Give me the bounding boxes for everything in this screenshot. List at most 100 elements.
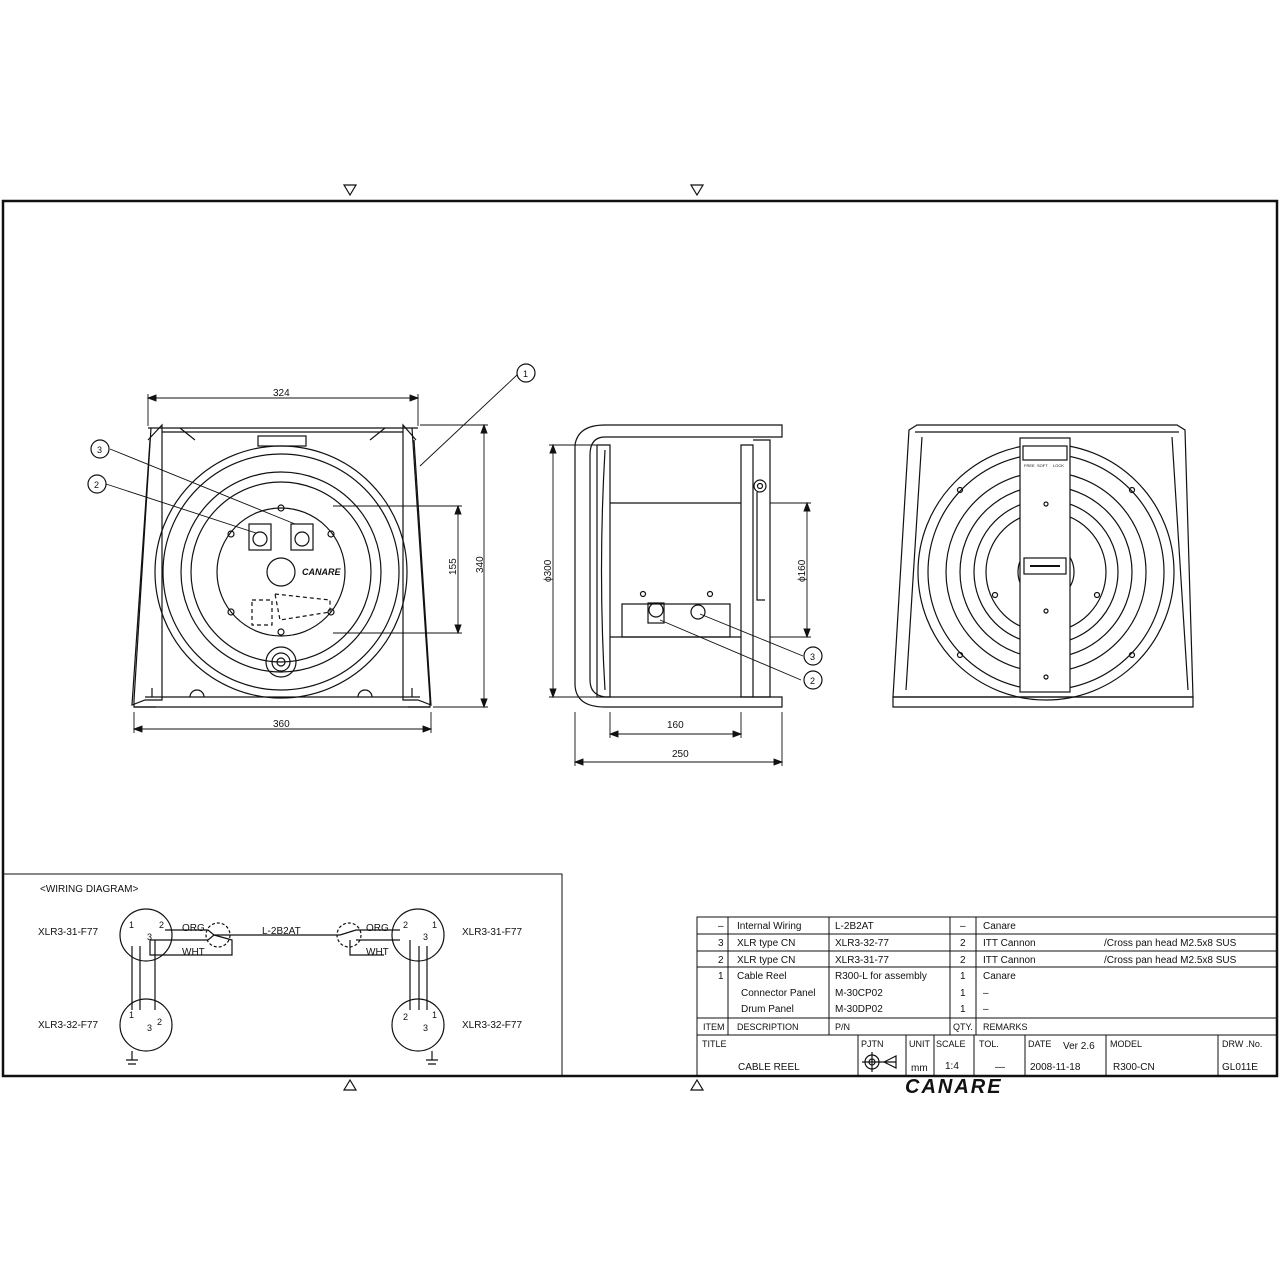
row-pn: M-30CP02 [835,988,883,999]
header-description: DESCRIPTION [737,1022,799,1032]
row-qty: 2 [960,955,966,966]
parts-table-grid [696,916,1278,1077]
center-mark-top-mid [689,184,705,197]
callout-circle-1 [516,363,536,383]
row-pn: R300-L for assembly [835,971,927,982]
dim-side-depth-total: 250 [672,749,689,760]
callout-label-1: 1 [523,369,528,379]
unit-value: mm [911,1063,928,1074]
front-view [131,423,432,708]
wiring-right-bottom-connector: XLR3-32-F77 [462,1020,522,1031]
callout-circle-3-front [90,439,110,459]
header-pn: P/N [835,1022,850,1032]
row-description: Internal Wiring [737,921,801,932]
dim-front-width-top: 324 [273,388,290,399]
tol-label: TOL. [979,1039,999,1049]
wiring-left-top-connector: XLR3-31-F77 [38,927,98,938]
callout-circle-2-side [803,670,823,690]
wiring-title: <WIRING DIAGRAM> [40,884,139,895]
header-remarks: REMARKS [983,1022,1028,1032]
row-pn: M-30DP02 [835,1004,883,1015]
switch-label-lock: LOCK [1053,463,1064,468]
dim-front-panel-height: 155 [448,558,459,575]
row-item: 2 [718,955,724,966]
row-description: Connector Panel [741,988,816,999]
row-qty: 2 [960,938,966,949]
center-mark-bottom-left [342,1078,358,1091]
center-mark-top-left [342,184,358,197]
pin-rb-2: 2 [403,1012,408,1022]
row-description: Cable Reel [737,971,786,982]
callout-label-3-front: 3 [97,445,102,455]
footer-logo: CANARE [905,1076,1003,1098]
side-view [574,424,783,708]
tol-value: — [995,1062,1005,1073]
row-remarks: – [983,1004,989,1015]
unit-label: UNIT [909,1039,930,1049]
pin-lb-1: 1 [129,1010,134,1020]
wiring-wht-right: WHT [366,947,389,958]
callout-label-2-side: 2 [810,676,815,686]
dim-front-width-bottom: 360 [273,719,290,730]
wiring-wht-left: WHT [182,947,205,958]
dim-side-diameter: ϕ300 [543,559,554,582]
date-label: DATE [1028,1039,1051,1049]
row-pn: XLR3-32-77 [835,938,889,949]
row-qty: – [960,921,966,932]
pin-lb-3: 3 [147,1023,152,1033]
rear-switch-labels: FREE SOFT LOCK [1024,463,1064,468]
pin-rt-1: 1 [432,920,437,930]
scale-value: 1:4 [945,1061,959,1072]
title-value: CABLE REEL [738,1062,800,1073]
drw-no-value: GL011E [1222,1062,1258,1073]
wiring-org-right: ORG [366,923,389,934]
header-qty: QTY. [953,1022,973,1032]
pin-rb-1: 1 [432,1010,437,1020]
pjtn-label: PJTN [861,1039,884,1049]
switch-label-soft: SOFT [1037,463,1048,468]
rear-view [892,424,1194,708]
wiring-cable-label: L-2B2AT [262,926,301,937]
pin-rt-2: 2 [403,920,408,930]
row-item: 3 [718,938,724,949]
row-remarks: Canare [983,921,1016,932]
row-pn: XLR3-31-77 [835,955,889,966]
sheet-border [1,199,1279,1078]
row-note: /Cross pan head M2.5x8 SUS [1104,955,1237,966]
model-value: R300-CN [1113,1062,1155,1073]
row-pn: L-2B2AT [835,921,874,932]
date-value: 2008-11-18 [1030,1062,1081,1073]
dim-side-depth-inner: 160 [667,720,684,731]
pin-lt-3: 3 [147,932,152,942]
row-remarks: ITT Cannon [983,955,1036,966]
wiring-right-top-connector: XLR3-31-F77 [462,927,522,938]
dim-front-height: 340 [475,556,486,573]
wiring-left-bottom-connector: XLR3-32-F77 [38,1020,98,1031]
row-note: /Cross pan head M2.5x8 SUS [1104,938,1237,949]
pjtn-symbol [862,1052,897,1072]
dim-side-inner-diameter: ϕ160 [797,559,808,582]
wiring-org-left: ORG [182,923,205,934]
row-qty: 1 [960,988,966,999]
callout-circle-2-front [87,474,107,494]
row-remarks: Canare [983,971,1016,982]
front-logo: CANARE [302,567,341,577]
front-dimensions [105,374,518,733]
row-qty: 1 [960,1004,966,1015]
version-value: Ver 2.6 [1063,1041,1095,1052]
pin-lt-2: 2 [159,920,164,930]
row-description: XLR type CN [737,938,795,949]
pin-lt-1: 1 [129,920,134,930]
callout-circle-3-side [803,646,823,666]
wiring-box [2,873,563,1077]
row-description: Drum Panel [741,1004,794,1015]
pin-rb-3: 3 [423,1023,428,1033]
wiring-diagram [119,908,445,1065]
row-item: – [718,921,724,932]
row-description: XLR type CN [737,955,795,966]
scale-label: SCALE [936,1039,966,1049]
drw-label: DRW .No. [1222,1039,1262,1049]
row-item: 1 [718,971,724,982]
title-label: TITLE [702,1039,727,1049]
